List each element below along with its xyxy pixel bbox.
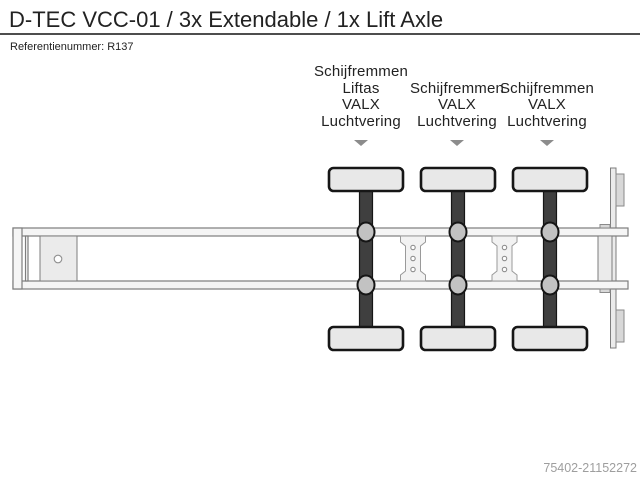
page-title: D-TEC VCC-01 / 3x Extendable / 1x Lift A… bbox=[9, 7, 444, 32]
axle-3-brand-label: VALX bbox=[527, 96, 567, 113]
rear-tab-lower bbox=[599, 288, 611, 293]
reference-value: R137 bbox=[107, 41, 134, 53]
wheel-top bbox=[511, 166, 589, 193]
axle-3-brakes-label: Schijfremmen bbox=[499, 79, 595, 97]
axle-3 bbox=[511, 166, 589, 352]
wheel-bottom bbox=[327, 325, 405, 352]
frame-top-rail bbox=[12, 227, 629, 237]
reference-number: Referentienummer: R137 bbox=[10, 41, 134, 53]
axle-beam bbox=[358, 179, 374, 339]
axle-2-brakes-label: Schijfremmen bbox=[409, 79, 505, 97]
air-bellow bbox=[448, 274, 468, 296]
axle-1-brakes-label: Schijfremmen bbox=[313, 63, 409, 80]
crossmember-hole bbox=[501, 266, 508, 273]
air-bellow bbox=[540, 274, 560, 296]
air-bellow bbox=[540, 221, 560, 243]
axle-3-suspension-label: Luchtvering bbox=[507, 112, 587, 130]
axle-1-labels: Schijfremmen Liftas VALX Luchtvering bbox=[306, 63, 416, 130]
axle-beam bbox=[450, 179, 466, 339]
frame-front-crossmember bbox=[24, 235, 29, 282]
air-bellow bbox=[356, 274, 376, 296]
crossmember-hole bbox=[410, 244, 416, 251]
frame-front-cap bbox=[12, 227, 23, 290]
crossmember-hole bbox=[410, 266, 416, 273]
down-arrow-icon bbox=[354, 140, 368, 146]
air-bellow bbox=[356, 221, 376, 243]
kingpin bbox=[53, 254, 63, 264]
wheel-top bbox=[419, 166, 497, 193]
rear-light-lower bbox=[615, 309, 625, 343]
axle-1-brand-label: VALX bbox=[341, 96, 381, 113]
crossmember-1 bbox=[400, 235, 426, 282]
reference-label: Referentienummer: bbox=[10, 41, 105, 53]
wheel-bottom bbox=[511, 325, 589, 352]
wheel-top bbox=[327, 166, 405, 193]
axle-2-labels: Schijfremmen VALX Luchtvering bbox=[402, 79, 512, 131]
axle-beam bbox=[542, 179, 558, 339]
axle-1-lift-label: Liftas bbox=[342, 79, 380, 97]
wheel-bottom bbox=[419, 325, 497, 352]
chassis-frame bbox=[12, 224, 629, 293]
crossmember-2 bbox=[491, 235, 518, 282]
crossmember-hole bbox=[501, 244, 508, 251]
axle-3-labels: Schijfremmen VALX Luchtvering bbox=[492, 79, 602, 131]
axle-2 bbox=[419, 166, 497, 352]
axle-2-suspension-label: Luchtvering bbox=[417, 112, 497, 130]
frame-bottom-rail bbox=[12, 280, 629, 290]
title-divider bbox=[0, 33, 640, 35]
down-arrow-icon bbox=[450, 140, 464, 146]
crossmember-hole bbox=[410, 255, 416, 262]
axle-2-brand-label: VALX bbox=[437, 96, 477, 113]
rear-center-beam bbox=[597, 235, 613, 282]
watermark: 75402-21152272 bbox=[543, 461, 637, 475]
down-arrow-icon bbox=[540, 140, 554, 146]
rear-light-upper bbox=[615, 173, 625, 207]
rear-tab-upper bbox=[599, 224, 611, 229]
rear-assembly bbox=[610, 167, 625, 349]
axle-1-suspension-label: Luchtvering bbox=[321, 112, 401, 130]
crossmember-hole bbox=[501, 255, 508, 262]
axle-1-lift-axle bbox=[327, 166, 405, 352]
air-bellow bbox=[448, 221, 468, 243]
